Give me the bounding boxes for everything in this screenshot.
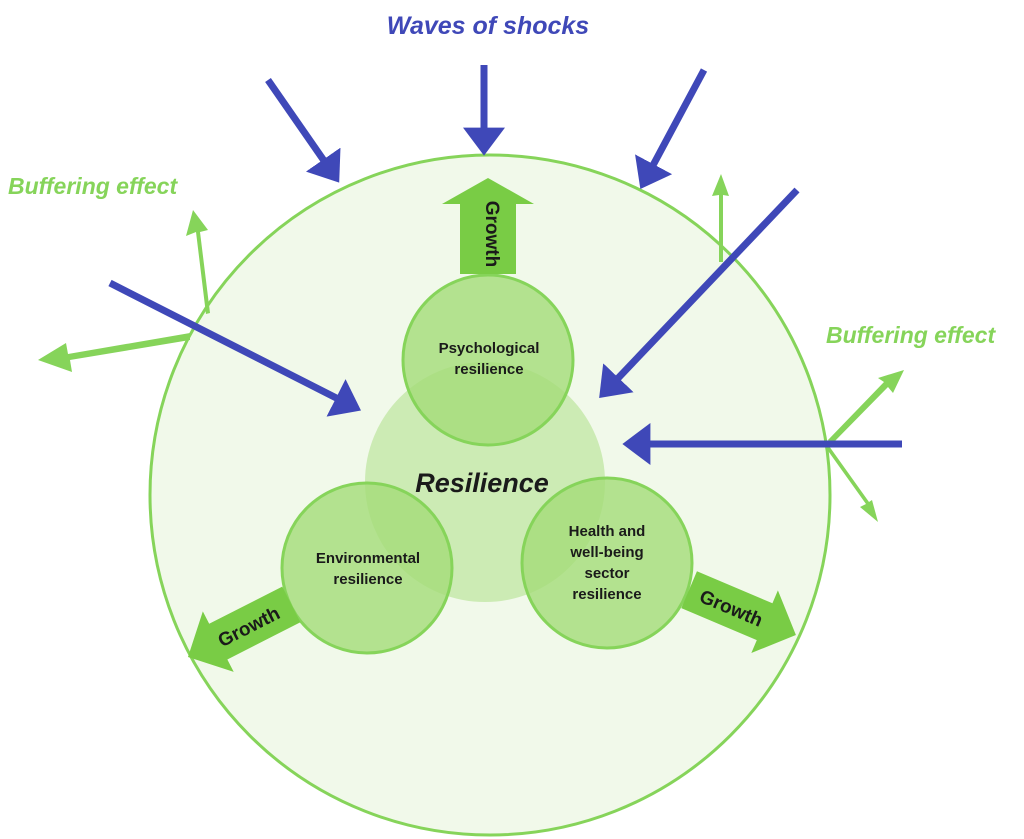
- buffer-arrow-right-upper: [828, 370, 904, 444]
- buffering-label-left: Buffering effect: [8, 173, 178, 199]
- node-label-line: sector: [584, 565, 629, 582]
- buffering-label-right: Buffering effect: [826, 322, 996, 348]
- shock-arrow-top-left: [265, 78, 341, 183]
- node-label-line: Psychological: [439, 340, 540, 357]
- shock-arrow-left: [108, 279, 361, 417]
- growth-label-top: Growth: [481, 201, 502, 268]
- shock-arrows: [108, 65, 902, 465]
- diagram-title: Waves of shocks: [387, 12, 590, 40]
- psychological-node-circle: [401, 273, 575, 447]
- buffer-arrow-left-out: [38, 333, 190, 372]
- node-label-line: Health and: [569, 523, 646, 540]
- shock-arrow-top-right: [635, 68, 708, 189]
- node-label-line: resilience: [454, 361, 523, 378]
- buffer-arrow-right-top-up: [712, 174, 729, 262]
- node-label-line: well-being: [569, 544, 643, 561]
- node-label-line: resilience: [333, 571, 402, 588]
- buffer-arrow-right-lower: [826, 446, 878, 522]
- growth-arrow-top: Growth: [442, 178, 534, 274]
- shock-arrow-right-diagonal: [599, 187, 800, 399]
- environmental-node-label: Environmental resilience: [316, 550, 420, 588]
- center-resilience-label: Resilience: [415, 468, 549, 498]
- buffer-arrow-left-up: [186, 210, 210, 314]
- node-label-line: Environmental: [316, 550, 420, 567]
- node-label-line: resilience: [572, 586, 641, 603]
- environmental-node-circle: [280, 481, 454, 655]
- health-node-circle: [520, 476, 694, 650]
- psychological-node-label: Psychological resilience: [439, 340, 540, 378]
- health-node-label: Health and well-being sector resilience: [569, 523, 646, 603]
- buffering-arrows-left: [38, 210, 210, 372]
- buffering-arrows-right: [712, 174, 904, 522]
